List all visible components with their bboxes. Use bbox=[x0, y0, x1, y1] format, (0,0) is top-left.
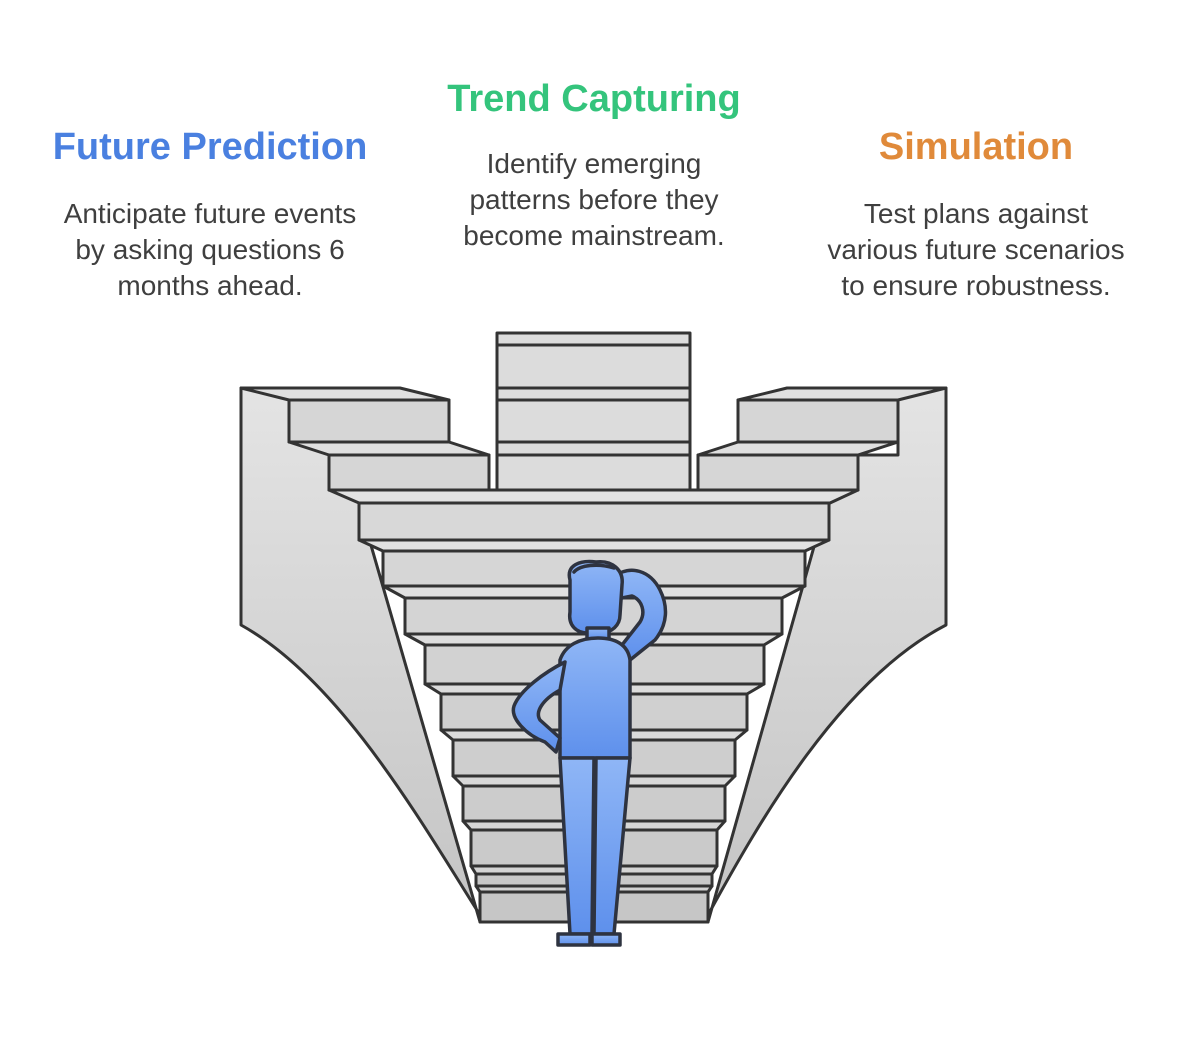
left-upper-step-1-face bbox=[289, 400, 449, 442]
right-upper-step-2-face bbox=[698, 455, 858, 490]
right-upper-step-2 bbox=[698, 442, 898, 455]
right-foot bbox=[592, 934, 620, 945]
left-upper-step-2-face bbox=[329, 455, 489, 490]
center-tower bbox=[497, 333, 690, 490]
left-upper-step-2 bbox=[289, 442, 489, 455]
left-foot bbox=[558, 934, 590, 945]
head bbox=[569, 562, 622, 633]
torso bbox=[560, 638, 630, 758]
right-upper-step-1-face bbox=[738, 400, 898, 442]
